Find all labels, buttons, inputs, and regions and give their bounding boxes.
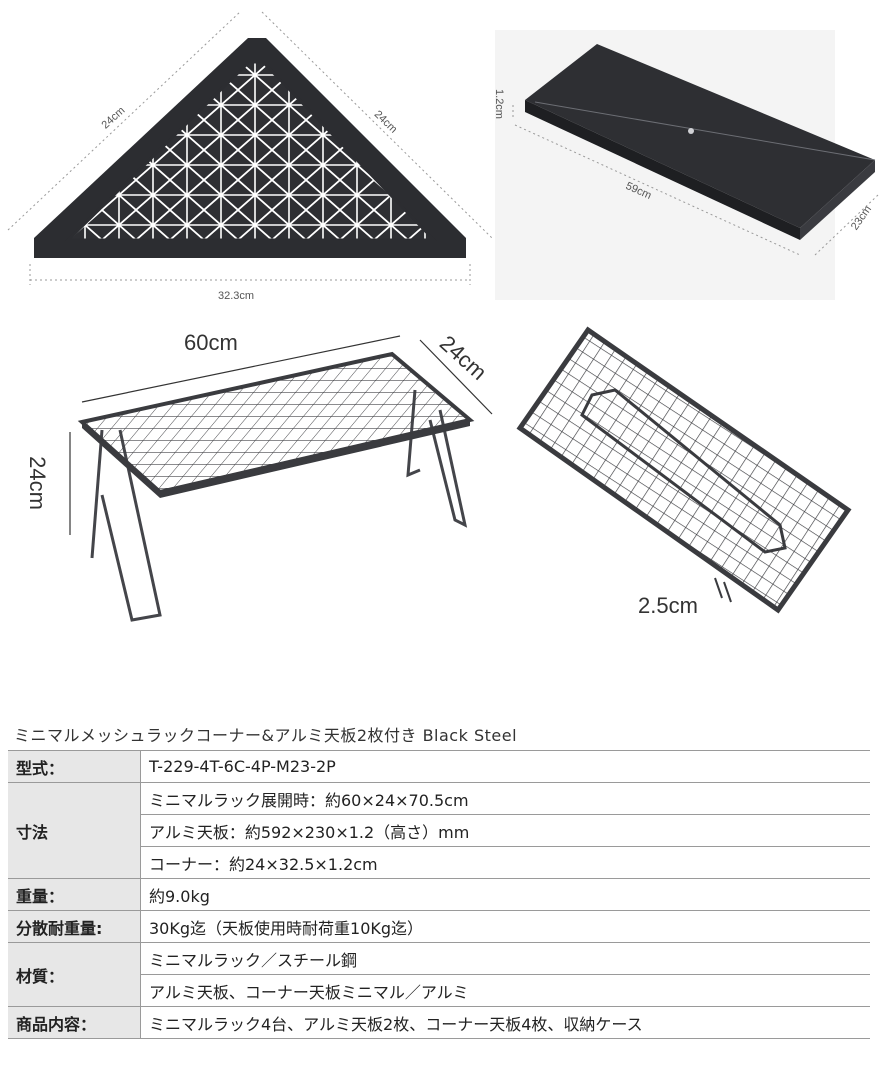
spec-value-material-rack: ミニマルラック／スチール鋼 xyxy=(140,942,870,975)
aluminum-top-illustration xyxy=(495,30,879,300)
rack-folded-thickness-label: 2.5cm xyxy=(638,593,698,618)
spec-value-material-aluminum: アルミ天板、コーナー天板ミニマル／アルミ xyxy=(140,974,870,1007)
rack-height-label: 24cm xyxy=(24,456,50,510)
spec-row-material-2: アルミ天板、コーナー天板ミニマル／アルミ xyxy=(8,974,870,1007)
spec-value-size-rack: ミニマルラック展開時：約60×24×70.5cm xyxy=(140,782,870,815)
spec-row-load: 分散耐重量: 30Kg迄（天板使用時耐荷重10Kg迄） xyxy=(8,910,870,943)
spec-row-contents: 商品内容： ミニマルラック4台、アルミ天板2枚、コーナー天板4枚、収納ケース xyxy=(8,1006,870,1039)
spec-row-model: 型式： T-229-4T-6C-4P-M23-2P xyxy=(8,750,870,783)
spec-row-material: 材質： ミニマルラック／スチール鋼 xyxy=(8,942,870,1007)
rack-width-label: 60cm xyxy=(184,330,238,355)
spec-label-size: 寸法 xyxy=(8,782,141,879)
spec-label-weight: 重量： xyxy=(8,878,141,911)
spec-label-model: 型式： xyxy=(8,750,141,783)
spec-table: 型式： T-229-4T-6C-4P-M23-2P 寸法 ミニマルラック展開時：… xyxy=(8,750,870,1039)
product-title: ミニマルメッシュラックコーナー&アルミ天板2枚付き Black Steel xyxy=(14,726,518,745)
spec-value-contents: ミニマルラック4台、アルミ天板2枚、コーナー天板4枚、収納ケース xyxy=(140,1006,870,1039)
spec-label-contents: 商品内容： xyxy=(8,1006,141,1039)
spec-value-load: 30Kg迄（天板使用時耐荷重10Kg迄） xyxy=(140,910,870,943)
spec-label-material: 材質： xyxy=(8,942,141,1007)
corner-base-label: 32.3cm xyxy=(218,290,255,302)
aluminum-thickness-label: 1.2cm xyxy=(492,89,505,119)
spec-value-model: T-229-4T-6C-4P-M23-2P xyxy=(140,750,870,783)
spec-value-weight: 約9.0kg xyxy=(140,878,870,911)
corner-panel-illustration xyxy=(7,11,493,285)
spec-row-weight: 重量： 約9.0kg xyxy=(8,878,870,911)
mesh-rack-folded-illustration xyxy=(516,326,852,614)
spec-row-size: 寸法 ミニマルラック展開時：約60×24×70.5cm xyxy=(8,782,870,879)
spec-value-size-corner: コーナー：約24×32.5×1.2cm xyxy=(140,846,870,879)
spec-row-size-2: アルミ天板：約592×230×1.2（高さ）mm xyxy=(8,814,870,847)
spec-row-size-3: コーナー：約24×32.5×1.2cm xyxy=(8,846,870,879)
mesh-rack-open-illustration xyxy=(69,335,493,622)
spec-label-load: 分散耐重量: xyxy=(8,910,141,943)
spec-value-size-aluminum: アルミ天板：約592×230×1.2（高さ）mm xyxy=(140,814,870,847)
